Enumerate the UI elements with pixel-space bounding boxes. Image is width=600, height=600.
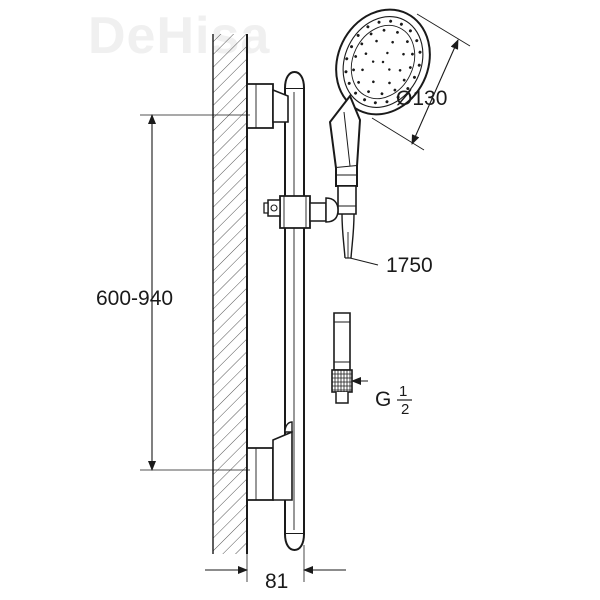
shower-head: [328, 8, 431, 215]
dimension-label-hose-length: 1750: [386, 254, 433, 277]
dimension-label-wall-offset: 81: [265, 570, 288, 593]
rail-slider-holder: [263, 195, 339, 229]
dimension-head-diameter: Ø130: [371, 13, 471, 151]
dimension-label-head-diameter: Ø130: [396, 87, 447, 110]
dimension-thread-size: G 1 2: [351, 377, 412, 418]
hose-end-fitting: [331, 312, 353, 404]
dimension-wall-offset: 81: [205, 500, 346, 593]
dimension-label-rail-height: 600-940: [96, 287, 173, 310]
dimension-label-thread-numerator: 1: [399, 383, 407, 400]
slide-rail: [246, 70, 339, 552]
dimension-rail-height: 600-940: [96, 114, 250, 471]
dimension-label-thread-g: G: [375, 388, 391, 411]
dimension-hose-length: 1750: [349, 254, 433, 277]
wall-section: [212, 34, 248, 554]
dimension-label-thread-denominator: 2: [401, 401, 409, 418]
